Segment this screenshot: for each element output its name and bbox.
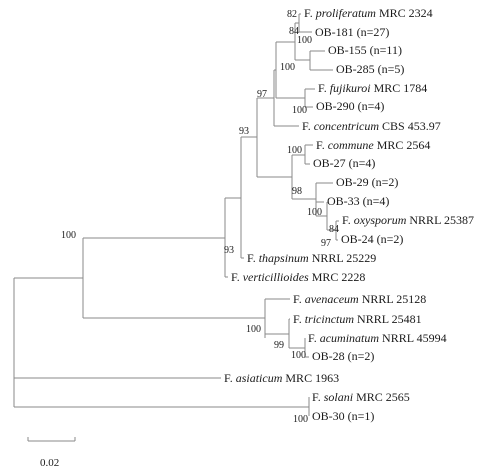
support-97-ob24: 97 xyxy=(321,238,331,249)
support-97-top: 97 xyxy=(257,89,267,100)
taxon-solani: F. solani MRC 2565 xyxy=(312,390,410,404)
taxon-ob29: OB-29 (n=2) xyxy=(336,175,398,189)
taxon-verticillioides: F. verticillioides MRC 2228 xyxy=(231,270,365,284)
support-93-lower: 93 xyxy=(224,245,234,256)
support-100-ob33: 100 xyxy=(307,207,322,218)
taxon-thapsinum: F. thapsinum NRRL 25229 xyxy=(247,251,376,265)
taxon-concentricum: F. concentricum CBS 453.97 xyxy=(302,119,441,133)
support-84: 84 xyxy=(289,26,299,37)
taxon-avenaceum: F. avenaceum NRRL 25128 xyxy=(293,292,426,306)
support-82: 82 xyxy=(287,9,297,20)
taxon-fujikuroi: F. fujikuroi MRC 1784 xyxy=(318,81,427,95)
taxon-ob285: OB-285 (n=5) xyxy=(336,62,404,76)
support-100-ob290: 100 xyxy=(292,105,307,116)
taxon-ob33: OB-33 (n=4) xyxy=(327,194,389,208)
support-84-oxysporum: 84 xyxy=(329,224,339,235)
support-100-tricinctum: 100 xyxy=(246,324,261,335)
taxon-ob181: OB-181 (n=27) xyxy=(315,25,389,39)
taxon-oxysporum: F. oxysporum NRRL 25387 xyxy=(342,213,474,227)
taxon-acuminatum: F. acuminatum NRRL 45994 xyxy=(308,331,447,345)
taxon-asiaticum: F. asiaticum MRC 1963 xyxy=(224,371,339,385)
support-100-ob27: 100 xyxy=(287,145,302,156)
support-100-root: 100 xyxy=(61,230,76,241)
taxon-ob27: OB-27 (n=4) xyxy=(313,156,375,170)
support-100-ob30: 100 xyxy=(293,414,308,425)
support-99: 99 xyxy=(274,340,284,351)
support-100-fujikuroi-group: 100 xyxy=(280,62,295,73)
taxon-commune: F. commune MRC 2564 xyxy=(316,138,430,152)
taxon-labels: F. proliferatum MRC 2324 OB-181 (n=27) O… xyxy=(224,6,474,423)
taxon-ob290: OB-290 (n=4) xyxy=(316,99,384,113)
support-100-ob155: 100 xyxy=(297,35,312,46)
support-values: 82 84 100 100 100 97 93 100 100 84 97 98… xyxy=(61,9,339,425)
taxon-ob28: OB-28 (n=2) xyxy=(312,349,374,363)
tree-branches xyxy=(13,13,339,416)
taxon-tricinctum: F. tricinctum NRRL 25481 xyxy=(293,312,422,326)
taxon-ob24: OB-24 (n=2) xyxy=(341,232,403,246)
support-98: 98 xyxy=(292,186,302,197)
taxon-proliferatum: F. proliferatum MRC 2324 xyxy=(304,6,433,20)
taxon-ob30: OB-30 (n=1) xyxy=(312,409,374,423)
scale-bar-label: 0.02 xyxy=(40,457,59,469)
taxon-ob155: OB-155 (n=11) xyxy=(328,43,402,57)
support-93-upper: 93 xyxy=(239,126,249,137)
scale-bar: 0.02 xyxy=(27,437,76,469)
support-100-ob28: 100 xyxy=(291,350,306,361)
